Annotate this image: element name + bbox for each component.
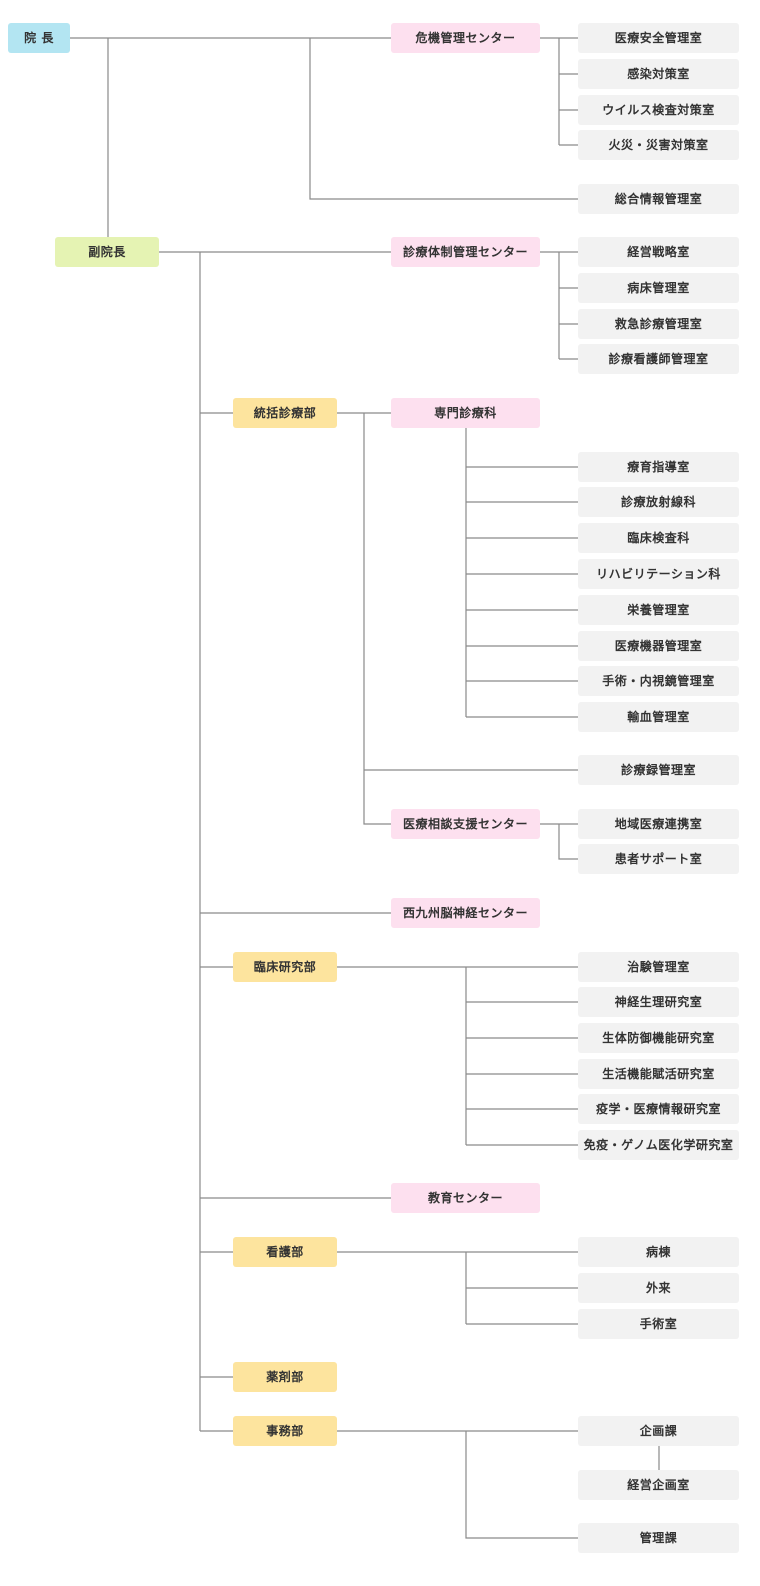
- room-box: 救急診療管理室: [578, 309, 739, 339]
- care-system-center-box: 診療体制管理センター: [391, 237, 540, 267]
- room-box: 患者サポート室: [578, 844, 739, 874]
- room-box: 地域医療連携室: [578, 809, 739, 839]
- research-dept-box: 臨床研究部: [233, 952, 337, 982]
- room-box: 経営戦略室: [578, 237, 739, 267]
- director-box: 院 長: [8, 23, 70, 53]
- room-box: リハビリテーション科: [578, 559, 739, 589]
- room-box: ウイルス検査対策室: [578, 95, 739, 125]
- neuro-center-box: 西九州脳神経センター: [391, 898, 540, 928]
- room-box: 手術・内視鏡管理室: [578, 666, 739, 696]
- room-box: 外来: [578, 1273, 739, 1303]
- room-box: 企画課: [578, 1416, 739, 1446]
- admin-dept-box: 事務部: [233, 1416, 337, 1446]
- room-box: 火災・災害対策室: [578, 130, 739, 160]
- consult-center-box: 医療相談支援センター: [391, 809, 540, 839]
- info-room-box: 総合情報管理室: [578, 184, 739, 214]
- records-room-box: 診療録管理室: [578, 755, 739, 785]
- room-box: 輸血管理室: [578, 702, 739, 732]
- specialty-box: 専門診療科: [391, 398, 540, 428]
- room-box: 診療放射線科: [578, 487, 739, 517]
- room-box: 診療看護師管理室: [578, 344, 739, 374]
- room-box: 感染対策室: [578, 59, 739, 89]
- pharmacy-dept-box: 薬剤部: [233, 1362, 337, 1392]
- room-box: 手術室: [578, 1309, 739, 1339]
- room-box: 経営企画室: [578, 1470, 739, 1500]
- room-box: 医療安全管理室: [578, 23, 739, 53]
- room-box: 臨床検査科: [578, 523, 739, 553]
- general-care-dept-box: 統括診療部: [233, 398, 337, 428]
- room-box: 生体防御機能研究室: [578, 1023, 739, 1053]
- room-box: 疫学・医療情報研究室: [578, 1094, 739, 1124]
- nursing-dept-box: 看護部: [233, 1237, 337, 1267]
- room-box: 管理課: [578, 1523, 739, 1553]
- room-box: 栄養管理室: [578, 595, 739, 625]
- crisis-center-box: 危機管理センター: [391, 23, 540, 53]
- room-box: 免疫・ゲノム医化学研究室: [578, 1130, 739, 1160]
- room-box: 療育指導室: [578, 452, 739, 482]
- room-box: 病床管理室: [578, 273, 739, 303]
- room-box: 治験管理室: [578, 952, 739, 982]
- room-box: 病棟: [578, 1237, 739, 1267]
- room-box: 生活機能賦活研究室: [578, 1059, 739, 1089]
- room-box: 医療機器管理室: [578, 631, 739, 661]
- vice-director-box: 副院長: [55, 237, 159, 267]
- room-box: 神経生理研究室: [578, 987, 739, 1017]
- education-center-box: 教育センター: [391, 1183, 540, 1213]
